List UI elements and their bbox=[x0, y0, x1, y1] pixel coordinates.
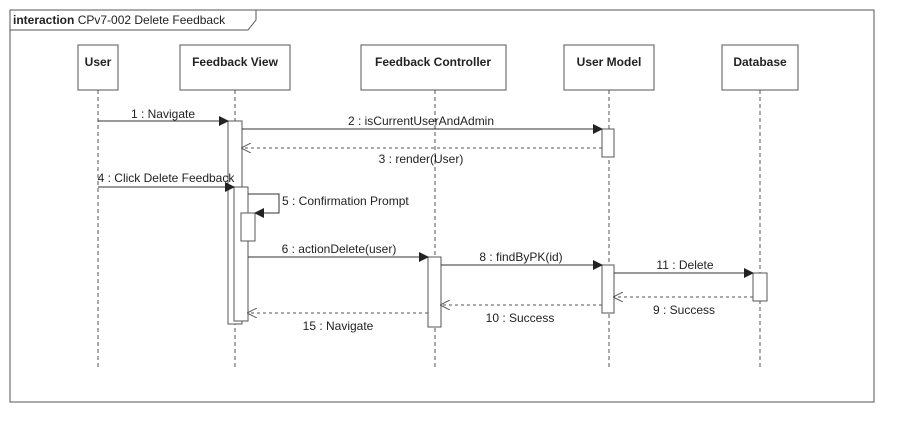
message-5-label: 5 : Confirmation Prompt bbox=[282, 194, 409, 208]
participant-user-model[interactable]: User Model bbox=[563, 44, 655, 91]
lifelines bbox=[97, 90, 761, 370]
message-4: 4 : Click Delete Feedback bbox=[98, 171, 236, 192]
message-11: 11 : Delete bbox=[614, 258, 754, 278]
message-2-label: 2 : isCurrentUserAndAdmin bbox=[348, 114, 494, 128]
participant-feedback-view[interactable]: Feedback View bbox=[179, 44, 291, 91]
activation-model-2 bbox=[601, 264, 615, 314]
message-10-label: 10 : Success bbox=[486, 311, 555, 325]
participant-database[interactable]: Database bbox=[721, 44, 799, 91]
message-5: 5 : Confirmation Prompt bbox=[248, 193, 409, 218]
message-15-label: 15 : Navigate bbox=[303, 319, 374, 333]
message-9: 9 : Success bbox=[614, 297, 753, 317]
participant-feedback-controller-label: Feedback Controller bbox=[375, 55, 491, 69]
activation-bars bbox=[227, 120, 768, 328]
message-1: 1 : Navigate bbox=[98, 107, 229, 126]
participant-user-label: User bbox=[85, 55, 112, 69]
participant-feedback-controller[interactable]: Feedback Controller bbox=[360, 44, 507, 91]
interaction-frame: interaction CPv7-002 Delete Feedback bbox=[9, 9, 875, 403]
message-11-label: 11 : Delete bbox=[656, 258, 713, 272]
message-15: 15 : Navigate bbox=[248, 313, 428, 333]
frame-title: CPv7-002 Delete Feedback bbox=[78, 13, 226, 27]
message-8: 8 : findByPK(id) bbox=[441, 250, 603, 270]
message-6-label: 6 : actionDelete(user) bbox=[282, 242, 397, 256]
message-10: 10 : Success bbox=[441, 305, 602, 325]
message-3-label: 3 : render(User) bbox=[379, 152, 464, 166]
frame-keyword: interaction bbox=[13, 13, 74, 27]
message-8-label: 8 : findByPK(id) bbox=[479, 250, 562, 264]
participant-feedback-view-label: Feedback View bbox=[192, 55, 278, 69]
activation-view-self bbox=[240, 212, 256, 242]
participant-user-model-label: User Model bbox=[577, 55, 642, 69]
message-3: 3 : render(User) bbox=[242, 148, 602, 166]
activation-database bbox=[752, 272, 768, 302]
participant-user[interactable]: User bbox=[77, 44, 119, 91]
message-6: 6 : actionDelete(user) bbox=[248, 242, 429, 262]
activation-controller bbox=[427, 256, 442, 328]
activation-model-1 bbox=[601, 128, 615, 158]
svg-text:interaction CPv7-002 Del: interaction CPv7-002 Delete Feedback bbox=[13, 13, 226, 27]
participant-database-label: Database bbox=[733, 55, 787, 69]
message-4-label: 4 : Click Delete Feedback bbox=[98, 171, 236, 185]
message-2: 2 : isCurrentUserAndAdmin bbox=[242, 114, 603, 134]
message-9-label: 9 : Success bbox=[653, 303, 715, 317]
message-1-label: 1 : Navigate bbox=[131, 107, 195, 121]
activation-view-nested bbox=[233, 186, 249, 322]
